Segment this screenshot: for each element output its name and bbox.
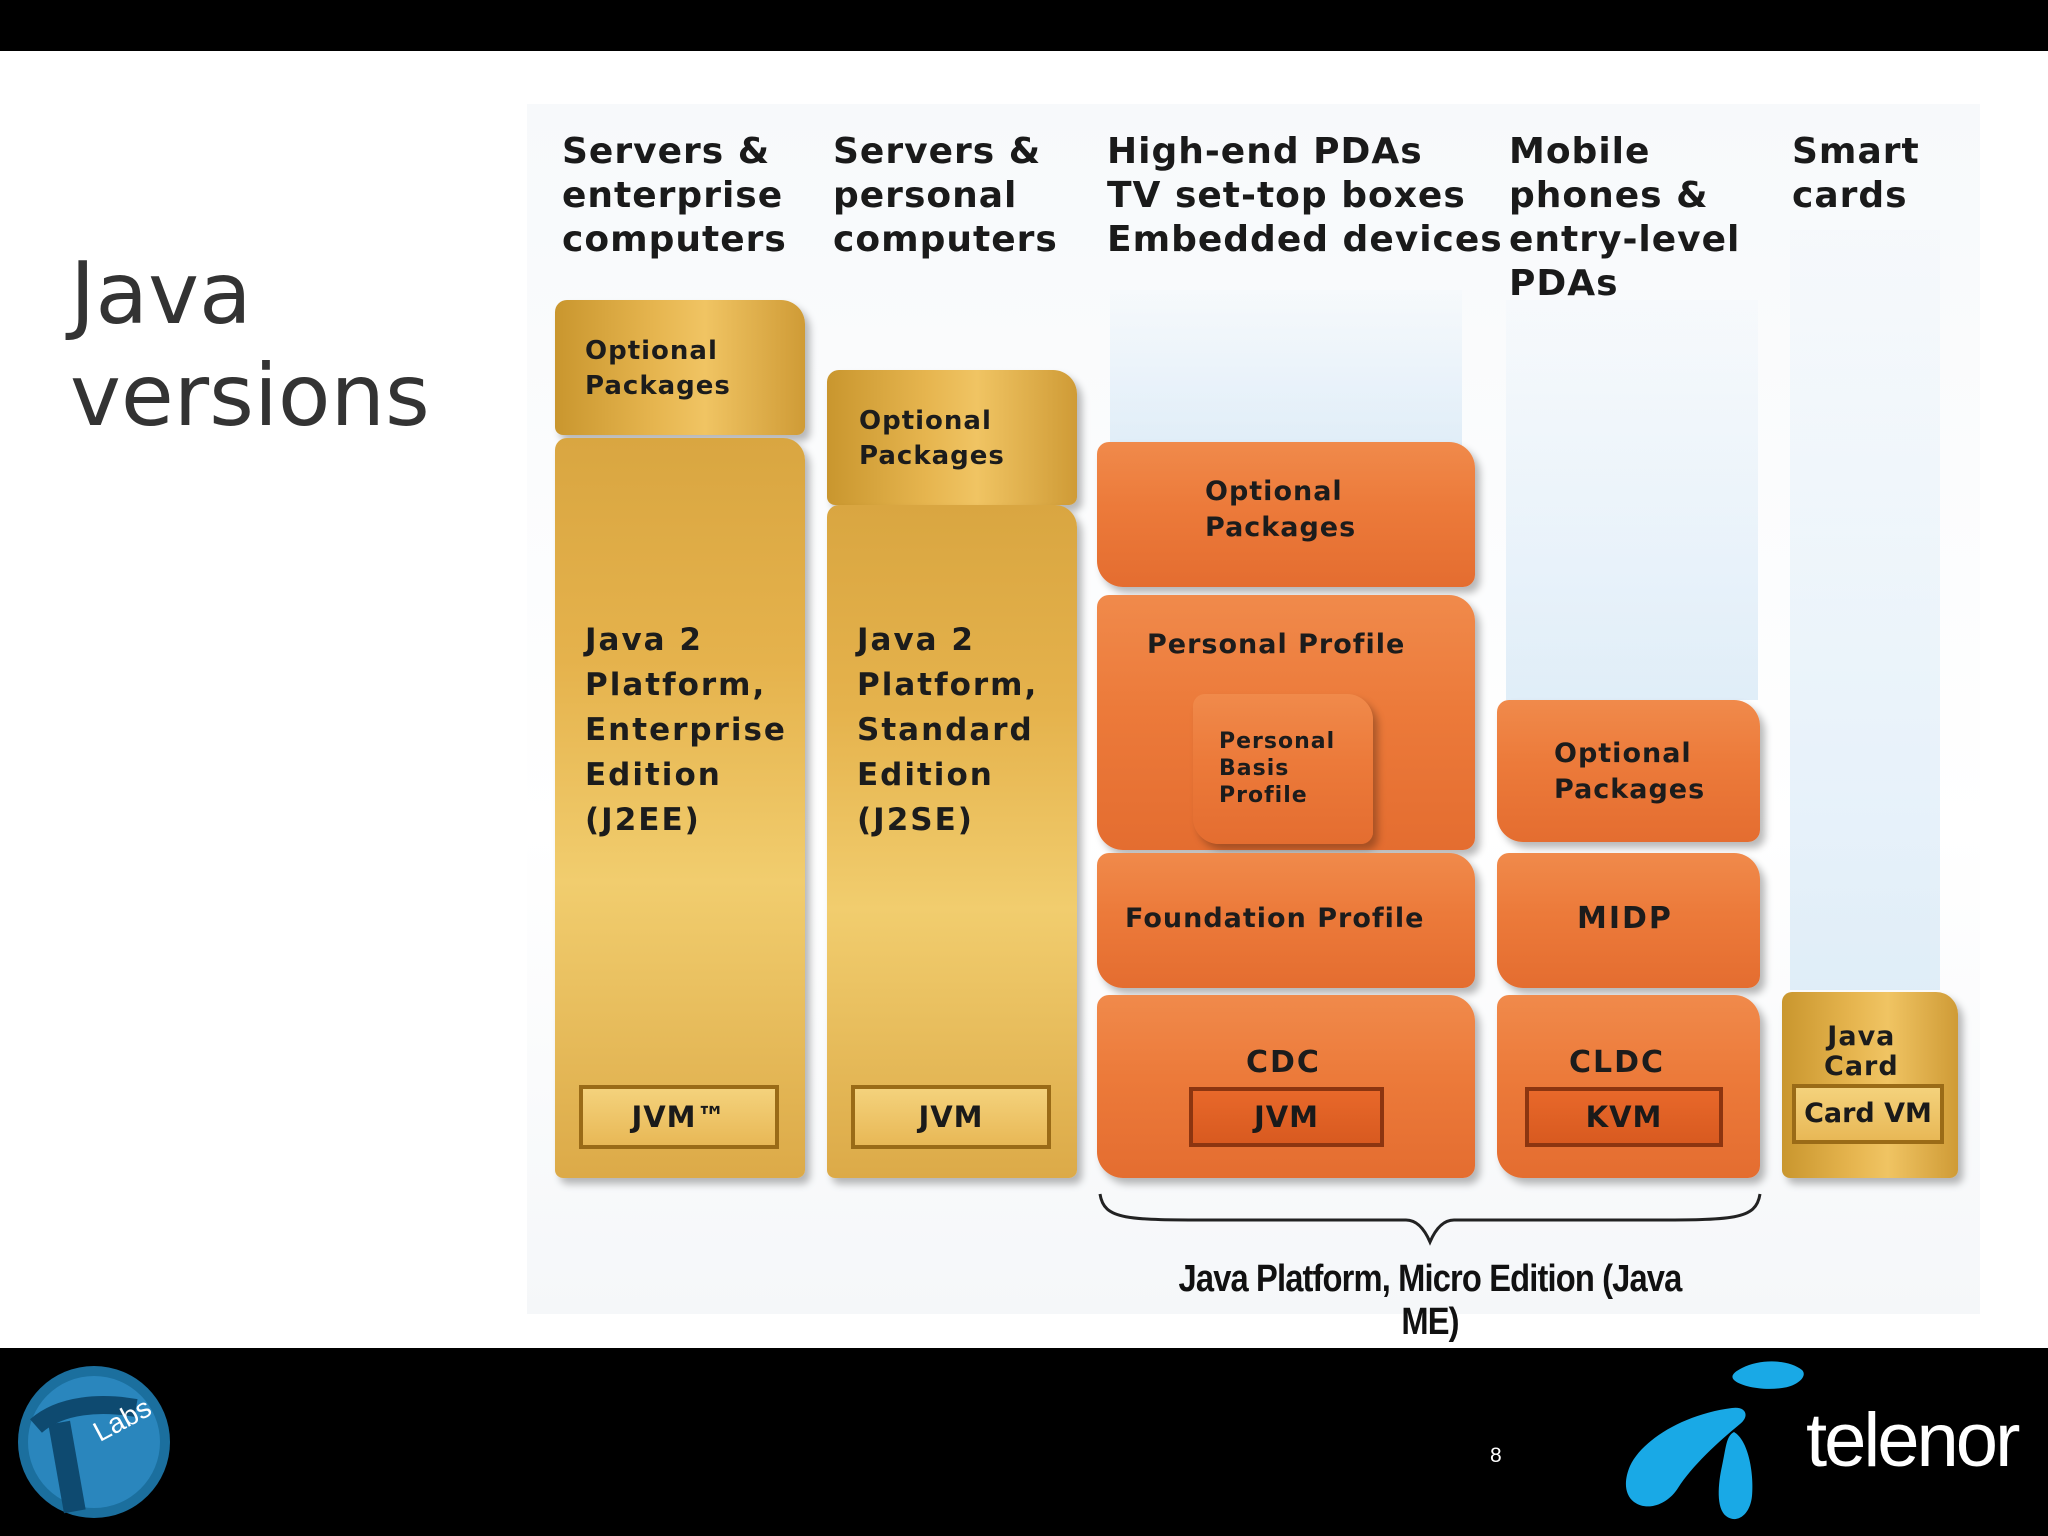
column-haze-smartcard	[1790, 230, 1940, 990]
cdc-jvm: JVM	[1189, 1087, 1384, 1147]
column-header-personal: Servers & personal computers	[833, 131, 1058, 260]
java-me-label: Java Platform, Micro Edition (Java ME)	[1178, 1258, 1683, 1343]
j2se-platform: Java 2 Platform, Standard Edition (J2SE)…	[827, 505, 1077, 1178]
column-haze-mobile	[1506, 300, 1758, 700]
cdc-configuration: CDC JVM	[1097, 995, 1475, 1178]
java-me-brace	[1098, 1193, 1762, 1246]
j2se-jvm: JVM	[851, 1085, 1051, 1149]
j2se-optional-packages: Optional Packages	[827, 370, 1077, 505]
j2ee-optional-packages: Optional Packages	[555, 300, 805, 435]
card-vm: Card VM	[1792, 1084, 1944, 1144]
midp: MIDP	[1497, 853, 1760, 988]
column-haze-embedded	[1110, 290, 1462, 450]
slide-title: Java versions	[70, 243, 430, 446]
java-card: Java Card Card VM	[1782, 992, 1958, 1178]
cldc-optional-packages: Optional Packages	[1497, 700, 1760, 842]
telenor-wordmark: telenor	[1806, 1398, 2020, 1483]
cldc-configuration: CLDC KVM	[1497, 995, 1760, 1178]
column-header-smartcard: Smart cards	[1792, 131, 1920, 216]
j2ee-jvm: JVM™	[579, 1085, 779, 1149]
column-header-mobile: Mobile phones & entry-level PDAs	[1509, 131, 1741, 304]
telenor-logo-icon	[1625, 1361, 1804, 1520]
page-number: 8	[1490, 1444, 1502, 1467]
j2ee-platform: Java 2 Platform, Enterprise Edition (J2E…	[555, 438, 805, 1178]
column-header-enterprise: Servers & enterprise computers	[562, 131, 787, 260]
labs-logo-icon	[18, 1366, 170, 1518]
foundation-profile: Foundation Profile	[1097, 853, 1475, 988]
top-bar	[0, 0, 2048, 51]
personal-basis-profile: Personal Basis Profile	[1193, 694, 1373, 844]
column-header-embedded: High-end PDAs TV set-top boxes Embedded …	[1107, 131, 1503, 260]
cdc-optional-packages: Optional Packages	[1097, 442, 1475, 587]
cldc-kvm: KVM	[1525, 1087, 1723, 1147]
